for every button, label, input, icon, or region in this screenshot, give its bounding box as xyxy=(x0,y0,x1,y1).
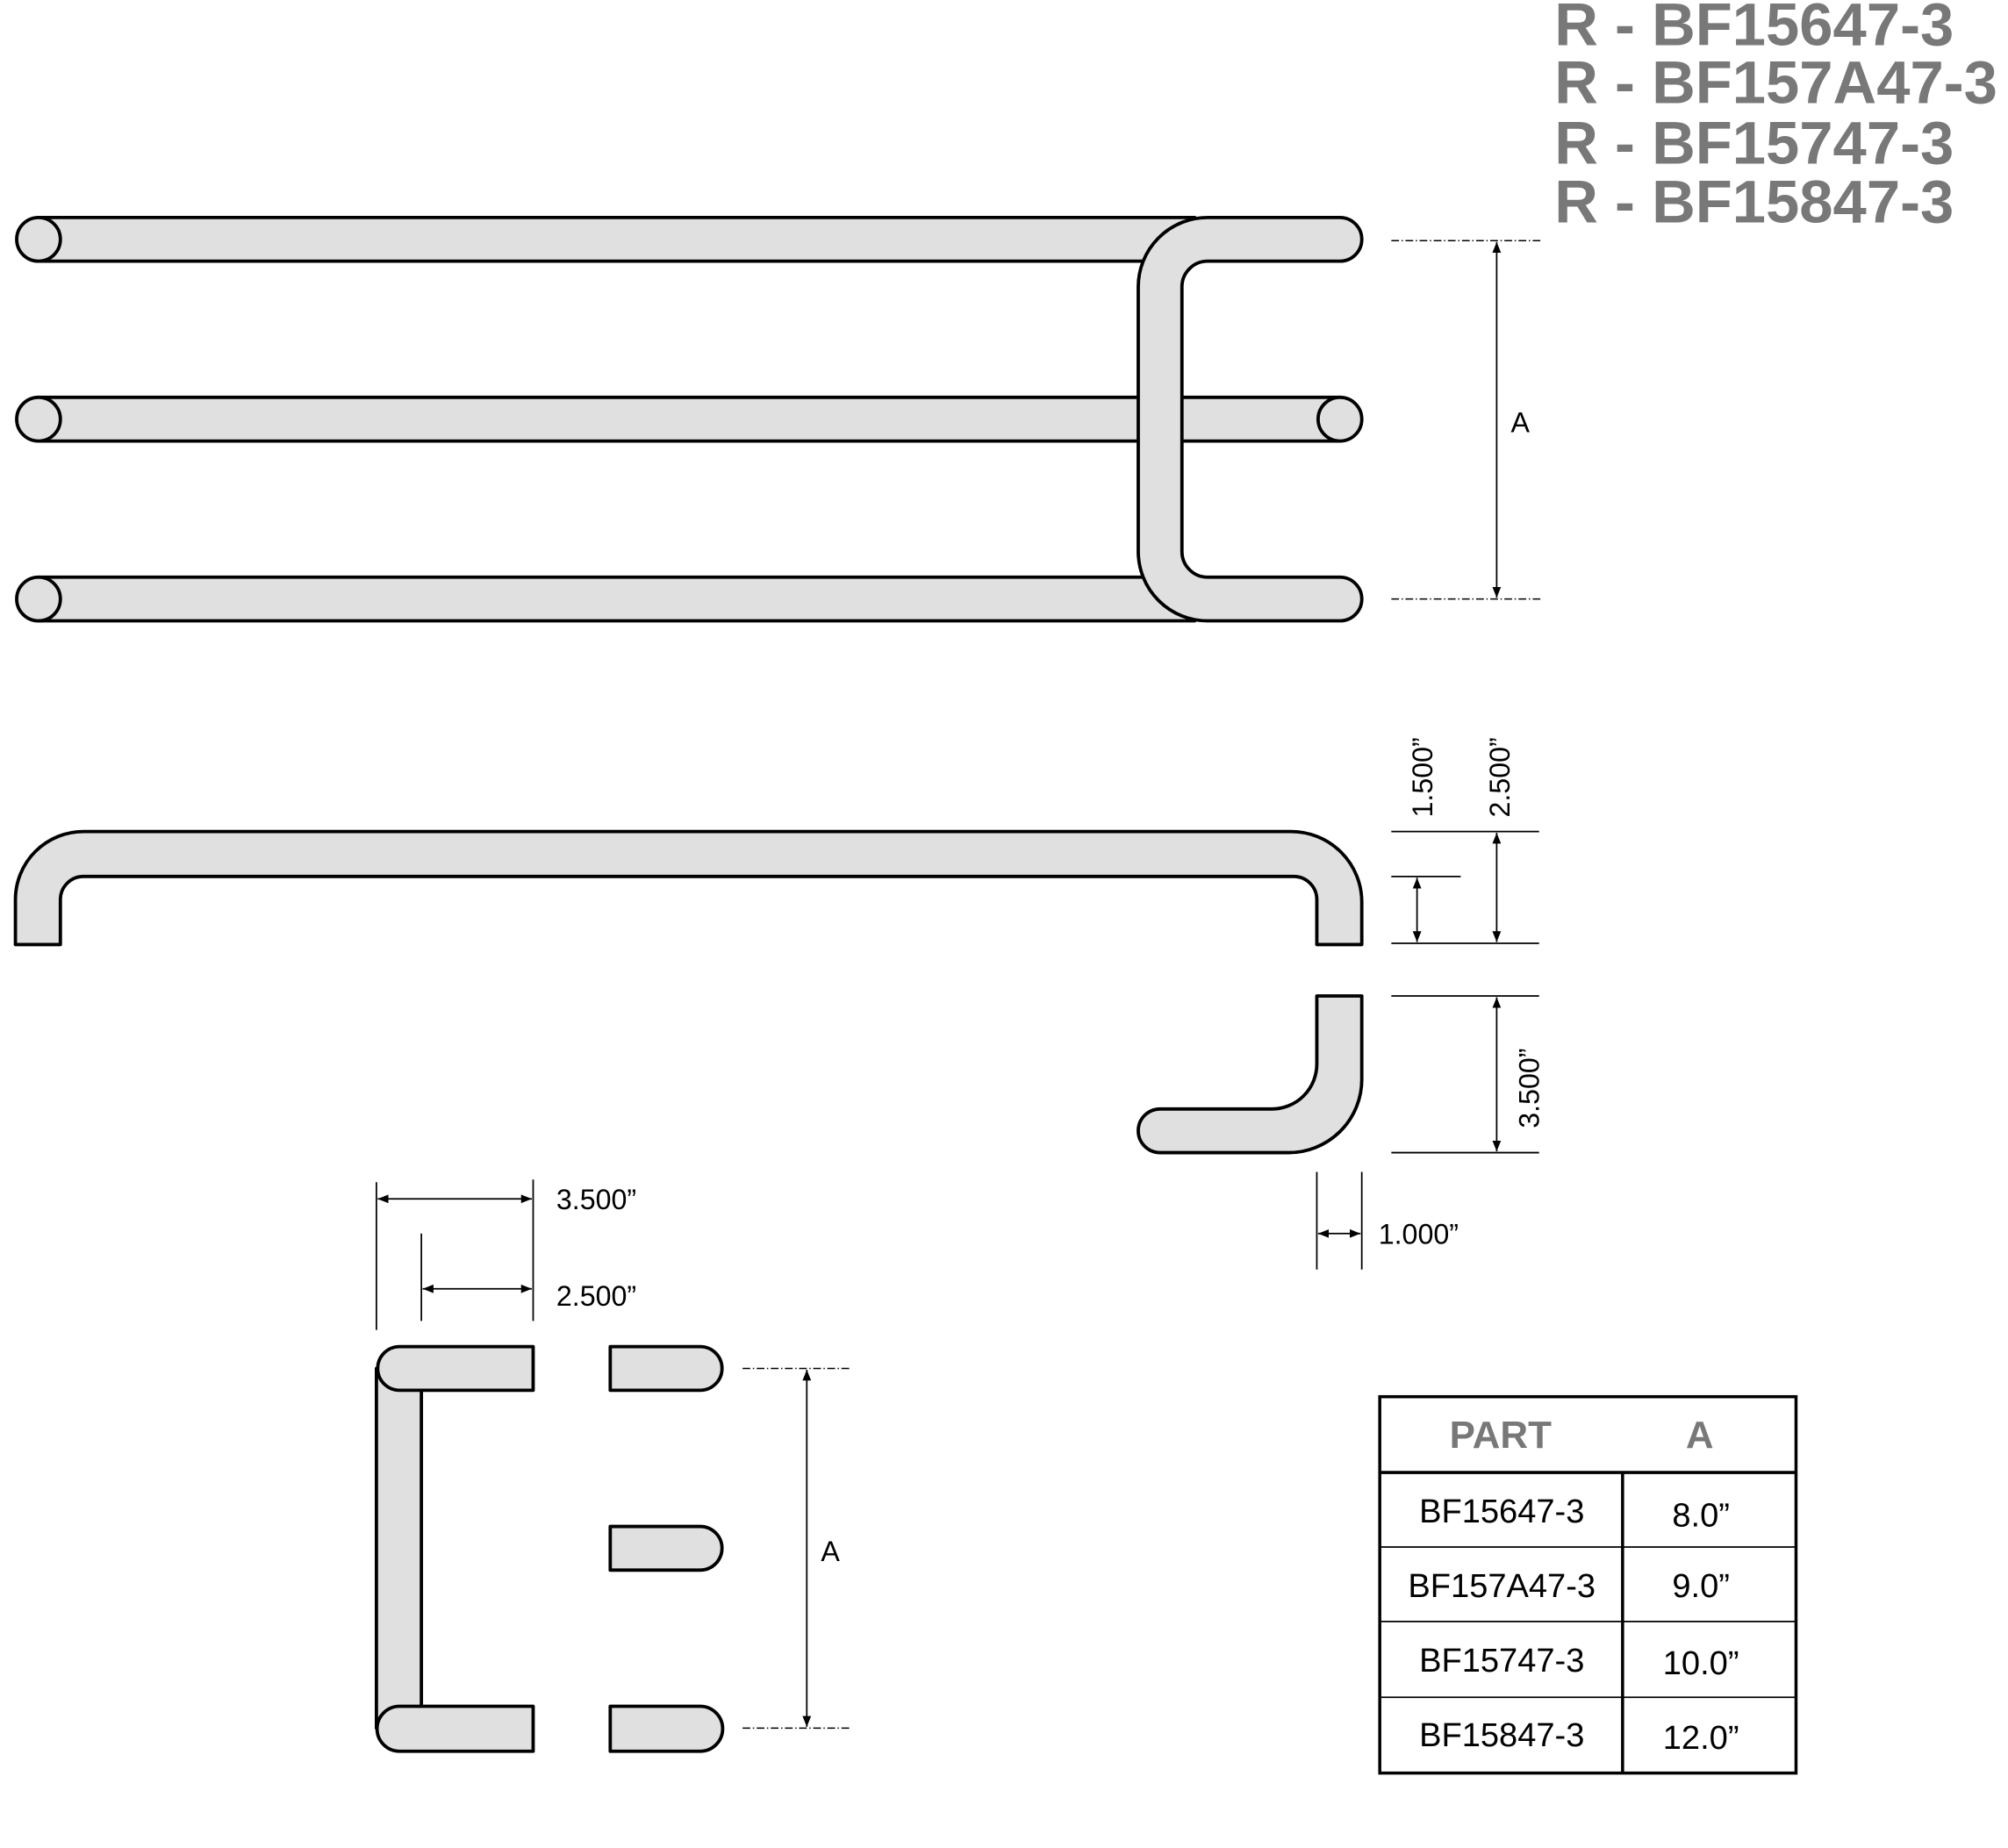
rail-end-middle-right xyxy=(1316,395,1364,443)
table-cell-a: 12.0” xyxy=(1663,1720,1739,1757)
table-cell-part: BF15647-3 xyxy=(1419,1493,1584,1530)
bottom-view: 3.500” 2.500” A xyxy=(375,1179,852,1753)
rail-end-bottom xyxy=(15,575,62,623)
dimension-1500-label: 1.500” xyxy=(1407,737,1438,817)
rail-end-top xyxy=(15,215,62,263)
title-line: R - BF15847-3 xyxy=(1554,168,1954,236)
dimension-a-label: A xyxy=(1510,406,1530,438)
dimension-2500-label: 2.500” xyxy=(1484,737,1516,817)
c-bracket-top xyxy=(376,1344,535,1393)
part-table: PART A BF15647-3 8.0” BF157A47-3 9.0” BF… xyxy=(1378,1394,1798,1775)
side-profile xyxy=(13,829,1364,947)
dimension-a-label: A xyxy=(821,1536,840,1567)
rail-end-middle xyxy=(15,395,62,443)
top-view: A xyxy=(15,215,1542,623)
side-view: 1.500” 2.500” xyxy=(13,737,1539,947)
dimension-1000-label: 1.000” xyxy=(1379,1218,1459,1250)
rail-top xyxy=(37,215,1197,263)
table-cell-part: BF15847-3 xyxy=(1419,1717,1584,1754)
title-line: R - BF15647-3 xyxy=(1554,0,1954,59)
u-bracket xyxy=(1137,215,1364,623)
rail-stub-top xyxy=(608,1344,724,1393)
c-bracket-bottom xyxy=(375,1704,535,1753)
end-view: 3.500” 1.000” xyxy=(1137,994,1545,1270)
rail-bottom xyxy=(37,575,1197,623)
table-header-a: A xyxy=(1686,1414,1714,1457)
dimension-3500-label: 3.500” xyxy=(556,1184,636,1215)
rail-stub-bottom xyxy=(608,1704,725,1753)
dimension-2500-label: 2.500” xyxy=(556,1280,636,1312)
table-cell-part: BF157A47-3 xyxy=(1408,1568,1596,1605)
table-cell-part: BF15747-3 xyxy=(1419,1643,1584,1680)
dimension-3500-label: 3.500” xyxy=(1514,1048,1545,1128)
table-cell-a: 8.0” xyxy=(1672,1498,1730,1535)
part-number-titles: R - BF15647-3 R - BF157A47-3 R - BF15747… xyxy=(1554,0,1997,236)
end-profile xyxy=(1137,994,1364,1155)
table-cell-a: 9.0” xyxy=(1672,1568,1730,1605)
c-bracket-vertical xyxy=(375,1366,424,1730)
table-header-part: PART xyxy=(1450,1414,1552,1457)
rail-stub-middle xyxy=(608,1524,724,1572)
title-line: R - BF15747-3 xyxy=(1554,109,1954,176)
title-line: R - BF157A47-3 xyxy=(1554,49,1997,117)
table-cell-a: 10.0” xyxy=(1663,1645,1739,1682)
rail-middle xyxy=(37,395,1342,443)
